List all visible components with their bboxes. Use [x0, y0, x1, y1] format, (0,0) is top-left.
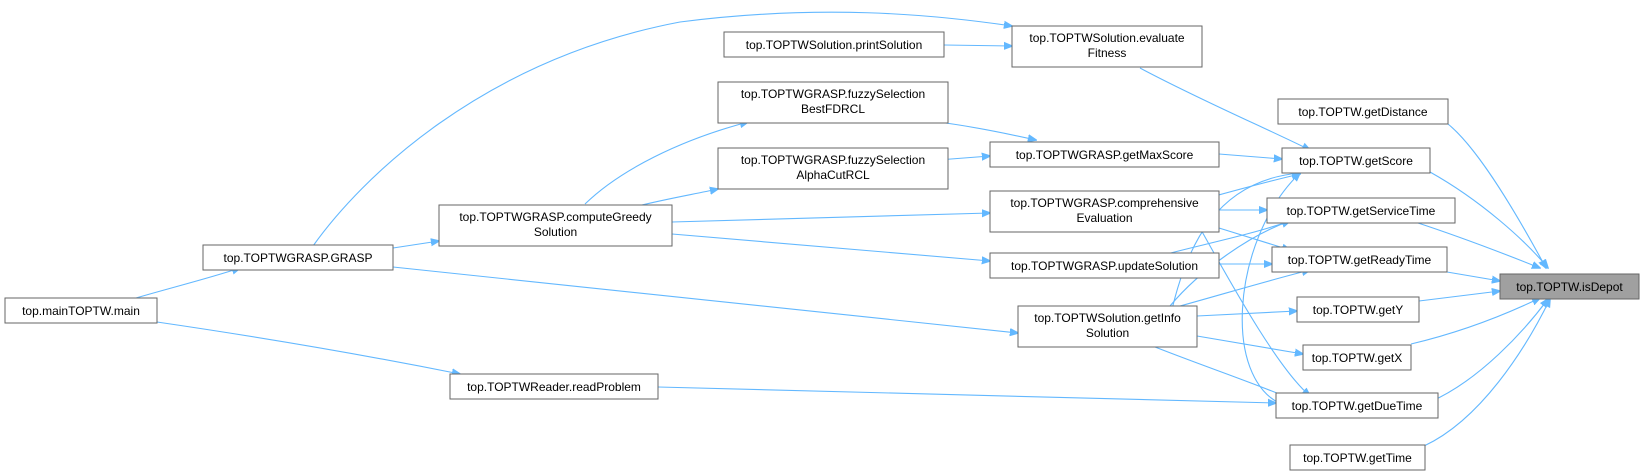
edge-readProblem-getDueTime: [657, 386, 1276, 403]
edge-getMaxScore-getScore: [1218, 153, 1282, 159]
edge-getReadyTime-isDepot: [1446, 271, 1500, 281]
node-isDepot[interactable]: top.TOPTW.isDepot: [1499, 273, 1640, 300]
node-computeGreedy[interactable]: top.TOPTWGRASP.computeGreedy Solution: [438, 204, 673, 247]
edge-grasp-computeGreedy: [392, 241, 439, 249]
node-label-line2: Evaluation: [1076, 211, 1132, 225]
node-label: top.TOPTW.isDepot: [1516, 280, 1623, 294]
node-evaluateFitness[interactable]: top.TOPTWSolution.evaluate Fitness: [1011, 25, 1203, 68]
edge-main-readProblem: [156, 321, 460, 374]
edge-printSolution-evaluateFitness: [943, 45, 1012, 46]
node-label: top.TOPTWSolution.printSolution: [746, 38, 923, 52]
edge-computeGreedy-fuzzyBest: [584, 122, 748, 205]
edge-grasp-evaluateFitness: [312, 11, 1012, 247]
node-getY[interactable]: top.TOPTW.getY: [1296, 296, 1420, 323]
node-comprehensive[interactable]: top.TOPTWGRASP.comprehensive Evaluation: [989, 190, 1220, 233]
edge-computeGreedy-updateSolution: [671, 233, 990, 261]
nodes: top.TOPTW.isDepot top.TOPTW.getDistance …: [4, 25, 1640, 471]
node-label: top.TOPTW.getDistance: [1298, 105, 1427, 119]
node-label: top.TOPTW.getTime: [1303, 451, 1412, 465]
node-getDueTime[interactable]: top.TOPTW.getDueTime: [1275, 392, 1439, 419]
edge-getDueTime-isDepot: [1429, 299, 1548, 403]
edge-evaluateFitness-getScore: [1139, 67, 1310, 150]
edge-getScore-isDepot: [1429, 171, 1548, 268]
edge-getY-isDepot: [1418, 291, 1500, 302]
node-fuzzyAlpha[interactable]: top.TOPTWGRASP.fuzzySelection AlphaCutRC…: [717, 147, 949, 190]
node-getMaxScore[interactable]: top.TOPTWGRASP.getMaxScore: [989, 141, 1220, 168]
node-grasp[interactable]: top.TOPTWGRASP.GRASP: [202, 244, 394, 271]
node-label: top.TOPTW.getX: [1312, 351, 1402, 365]
node-label: top.TOPTW.getY: [1313, 303, 1403, 317]
edge-updateSolution-getServiceTime: [1162, 221, 1290, 256]
node-label: top.TOPTWGRASP.updateSolution: [1011, 259, 1198, 273]
edge-comprehensive-getReadyTime: [1218, 227, 1290, 250]
node-label-line1: top.TOPTWGRASP.comprehensive: [1010, 196, 1199, 210]
node-printSolution[interactable]: top.TOPTWSolution.printSolution: [723, 31, 945, 58]
node-getTime[interactable]: top.TOPTW.getTime: [1289, 444, 1426, 471]
edge-getInfo-getServiceTime: [1169, 221, 1290, 307]
node-main[interactable]: top.mainTOPTW.main: [4, 297, 158, 324]
node-getDistance[interactable]: top.TOPTW.getDistance: [1277, 98, 1449, 125]
edge-getInfo-getX: [1196, 335, 1303, 354]
node-getX[interactable]: top.TOPTW.getX: [1302, 344, 1412, 371]
edge-computeGreedy-comprehensive: [671, 213, 990, 223]
node-getReadyTime[interactable]: top.TOPTW.getReadyTime: [1271, 246, 1448, 273]
node-label-line1: top.TOPTWGRASP.fuzzySelection: [741, 87, 925, 101]
node-label: top.TOPTW.getServiceTime: [1287, 204, 1436, 218]
node-label-line2: Solution: [534, 225, 577, 239]
node-label-line2: BestFDRCL: [801, 102, 865, 116]
node-label-line2: Solution: [1086, 326, 1129, 340]
edge-main-grasp: [135, 268, 240, 299]
node-label-line1: top.TOPTWSolution.evaluate: [1029, 31, 1185, 45]
node-label: top.TOPTWReader.readProblem: [467, 380, 641, 394]
node-label: top.TOPTW.getScore: [1299, 154, 1413, 168]
node-fuzzyBest[interactable]: top.TOPTWGRASP.fuzzySelection BestFDRCL: [717, 81, 949, 124]
edge-fuzzyBest-getMaxScore: [937, 121, 1036, 140]
node-label-line2: AlphaCutRCL: [796, 168, 870, 182]
edges: [135, 11, 1550, 447]
edge-getInfo-getReadyTime: [1179, 270, 1310, 307]
node-getScore[interactable]: top.TOPTW.getScore: [1281, 147, 1431, 174]
edge-grasp-getInfo: [392, 266, 1018, 333]
node-label-line2: Fitness: [1088, 46, 1127, 60]
node-label: top.TOPTW.getDueTime: [1292, 399, 1423, 413]
node-label-line1: top.TOPTWSolution.getInfo: [1034, 311, 1181, 325]
node-label: top.mainTOPTW.main: [22, 304, 140, 318]
edge-getInfo-getY: [1196, 311, 1297, 317]
edge-getServiceTime-isDepot: [1414, 221, 1540, 268]
node-label-line1: top.TOPTWGRASP.fuzzySelection: [741, 153, 925, 167]
node-getInfo[interactable]: top.TOPTWSolution.getInfo Solution: [1017, 305, 1198, 348]
edge-getDistance-isDepot: [1447, 123, 1546, 268]
edge-getTime-isDepot: [1423, 299, 1550, 447]
node-label: top.TOPTWGRASP.getMaxScore: [1016, 148, 1194, 162]
node-label: top.TOPTWGRASP.GRASP: [224, 251, 373, 265]
edge-getX-isDepot: [1410, 298, 1540, 345]
node-label: top.TOPTW.getReadyTime: [1288, 253, 1432, 267]
node-readProblem[interactable]: top.TOPTWReader.readProblem: [449, 373, 659, 400]
node-label-line1: top.TOPTWGRASP.computeGreedy: [459, 210, 651, 224]
node-updateSolution[interactable]: top.TOPTWGRASP.updateSolution: [989, 252, 1220, 279]
node-getServiceTime[interactable]: top.TOPTW.getServiceTime: [1266, 197, 1456, 224]
